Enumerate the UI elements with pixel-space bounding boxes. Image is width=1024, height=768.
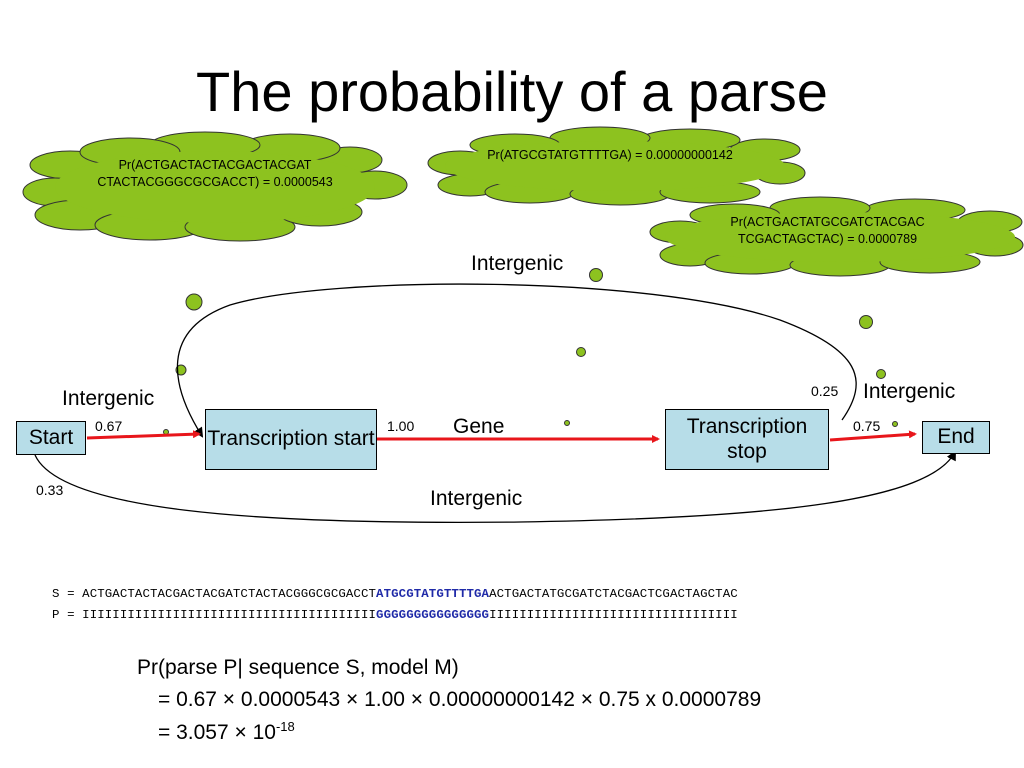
arrow-start-to-tstart bbox=[86, 430, 201, 440]
state-end: End bbox=[922, 421, 990, 454]
sequence-p-intergenic-1: IIIIIIIIIIIIIIIIIIIIIIIIIIIIIIIIIIIIIII bbox=[82, 608, 377, 622]
sequence-s-gene: ATGCGTATGTTTTGA bbox=[376, 587, 490, 601]
bubble-dot bbox=[185, 293, 203, 311]
sequence-s-intergenic-1: ACTGACTACTACGACTACGATCTACTACGGGCGCGACCT bbox=[82, 587, 377, 601]
cloud-middle-text: Pr(ATGCGTATGTTTTGA) = 0.00000000142 bbox=[487, 148, 733, 162]
formula-line-3: = 3.057 × 10-18 bbox=[158, 719, 295, 745]
formula-result-base: = 3.057 × 10 bbox=[158, 721, 276, 744]
label-intergenic-top: Intergenic bbox=[471, 252, 564, 275]
cloud-right bbox=[649, 196, 1024, 277]
label-intergenic-left: Intergenic bbox=[62, 387, 155, 410]
sequence-p-line: P = IIIIIIIIIIIIIIIIIIIIIIIIIIIIIIIIIIII… bbox=[52, 608, 738, 622]
bubble-dot bbox=[576, 347, 586, 357]
sequence-s-line: S = ACTGACTACTACGACTACGATCTACTACGGGCGCGA… bbox=[52, 587, 738, 601]
prob-tstop-to-tstart: 0.25 bbox=[811, 383, 839, 399]
slide-title: The probability of a parse bbox=[196, 60, 828, 123]
formula-result-exponent: -18 bbox=[275, 719, 295, 734]
bubble-dot bbox=[564, 420, 570, 426]
state-start: Start bbox=[16, 421, 86, 455]
prob-start-to-tstart: 0.67 bbox=[95, 418, 123, 434]
label-intergenic-right: Intergenic bbox=[863, 380, 956, 403]
sequence-s-prefix: S = bbox=[52, 587, 83, 601]
prob-start-to-end: 0.33 bbox=[36, 482, 64, 498]
prob-tstop-to-end: 0.75 bbox=[853, 418, 881, 434]
bubble-dot bbox=[175, 364, 187, 376]
sequence-s-intergenic-2: ACTGACTATGCGATCTACGACTCGACTAGCTAC bbox=[489, 587, 738, 601]
prob-tstart-to-tstop: 1.00 bbox=[387, 418, 415, 434]
arc-tstop-to-tstart bbox=[176, 283, 857, 438]
state-transcription-stop: Transcription stop bbox=[665, 409, 829, 470]
formula-line-2: = 0.67 × 0.0000543 × 1.00 × 0.0000000014… bbox=[158, 688, 762, 711]
formula-line-1: Pr(parse P| sequence S, model M) bbox=[137, 656, 459, 679]
cloud-middle bbox=[427, 126, 806, 206]
sequence-p-prefix: P = bbox=[52, 608, 83, 622]
sequence-p-intergenic-2: IIIIIIIIIIIIIIIIIIIIIIIIIIIIIIIII bbox=[489, 608, 738, 622]
bubble-dot bbox=[589, 268, 603, 282]
cloud-right-text: Pr(ACTGACTATGCGATCTACGAC TCGACTAGCTAC) =… bbox=[730, 215, 925, 246]
label-gene: Gene bbox=[453, 415, 505, 438]
bubble-dot bbox=[892, 421, 898, 427]
label-intergenic-bottom: Intergenic bbox=[430, 487, 523, 510]
arc-start-to-end bbox=[34, 450, 956, 524]
cloud-left bbox=[22, 131, 408, 242]
bubble-dot bbox=[876, 369, 886, 379]
state-transcription-start: Transcription start bbox=[205, 409, 377, 470]
cloud-left-text: Pr(ACTGACTACTACGACTACGAT CTACTACGGGCGCGA… bbox=[97, 158, 333, 189]
bubble-dot bbox=[859, 315, 873, 329]
arrow-tstop-to-end bbox=[829, 430, 917, 442]
sequence-p-gene: GGGGGGGGGGGGGGG bbox=[376, 608, 490, 622]
